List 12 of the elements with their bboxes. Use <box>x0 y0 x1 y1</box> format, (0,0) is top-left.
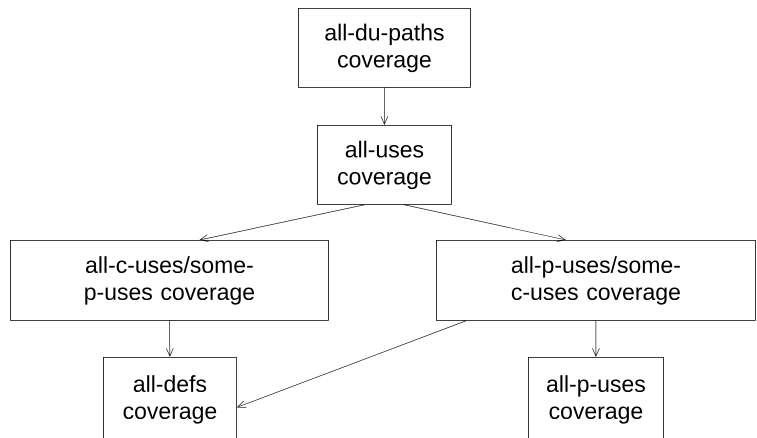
arrow <box>592 320 600 357</box>
coverage-box: all-uses coverage <box>317 125 452 205</box>
arrow <box>236 320 466 408</box>
coverage-box: all-p-uses coverage <box>528 357 664 438</box>
coverage-box: all-p-uses/some-c-uses coverage <box>436 240 756 321</box>
coverage-box: all-defs coverage <box>103 357 237 438</box>
coverage-box: all-c-uses/some-p-uses coverage <box>10 240 329 321</box>
arrow <box>380 88 388 125</box>
arrow <box>404 204 566 242</box>
arrow <box>199 204 365 242</box>
coverage-box: all-du-paths coverage <box>298 8 471 88</box>
arrow <box>166 320 174 357</box>
